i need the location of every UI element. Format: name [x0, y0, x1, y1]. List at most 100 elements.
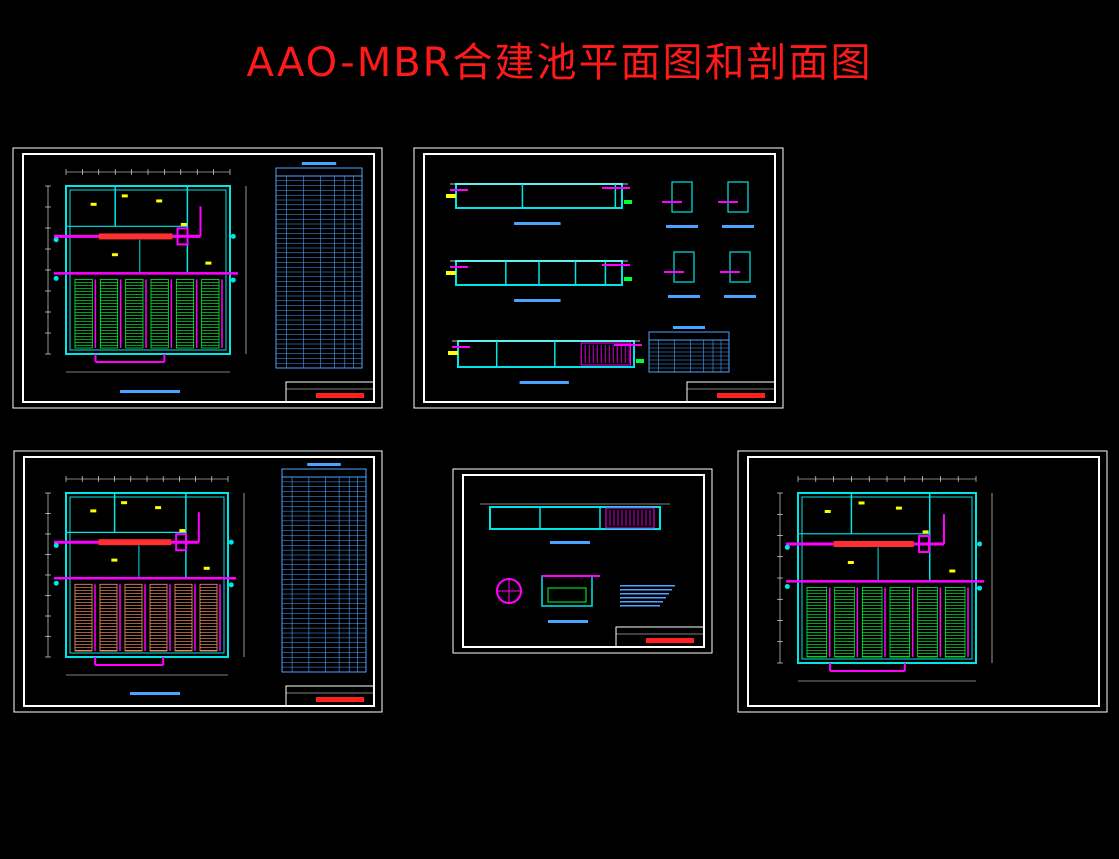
- annotation-mark: [179, 529, 186, 533]
- annotation-mark: [847, 561, 854, 564]
- section-tank: [489, 506, 661, 530]
- equipment-table: [275, 167, 363, 369]
- annotation-mark: [155, 506, 162, 510]
- tank-inner-wall: [69, 496, 225, 654]
- sheet-outer-border: [452, 468, 713, 654]
- tank-inner-wall: [801, 496, 973, 660]
- annotation-mark: [111, 253, 118, 257]
- grid-bubble: [53, 237, 59, 243]
- note-line: [620, 589, 672, 591]
- membrane-module: [806, 587, 828, 658]
- sheet-plan-2: [13, 450, 383, 713]
- section-caption: [519, 381, 569, 384]
- grid-bubble: [228, 539, 234, 545]
- note-line: [620, 585, 675, 587]
- detail-section: [671, 181, 693, 213]
- section-caption: [514, 299, 561, 302]
- membrane-module: [175, 278, 195, 349]
- annotation-mark: [895, 506, 902, 510]
- pipe-fitting: [176, 227, 189, 246]
- annotation-mark: [156, 199, 163, 203]
- title-block: [686, 381, 776, 403]
- annotation-mark: [111, 558, 118, 562]
- annotation-mark: [90, 509, 97, 513]
- note-line: [620, 597, 666, 599]
- note-line: [620, 605, 660, 607]
- membrane-module: [944, 587, 966, 658]
- membrane-module: [889, 587, 911, 658]
- drawing-title: AAO-MBR合建池平面图和剖面图: [246, 40, 873, 86]
- sheet-inner-border: [23, 456, 375, 707]
- sheet-inner-border: [462, 474, 705, 648]
- tank-inner-wall: [69, 189, 227, 351]
- membrane-module: [861, 587, 883, 658]
- grid-bubble: [230, 233, 236, 239]
- annotation-mark: [922, 530, 929, 534]
- annotation-mark: [205, 261, 212, 265]
- tank-outer-wall: [65, 492, 229, 658]
- sheet-inner-border: [747, 456, 1100, 707]
- pipe-header-red: [833, 541, 914, 547]
- membrane-module: [917, 587, 938, 658]
- grid-bubble: [53, 542, 59, 548]
- title-block: [285, 685, 375, 707]
- annotation-mark: [90, 202, 97, 206]
- table-title: [307, 463, 341, 466]
- membrane-module: [834, 587, 855, 658]
- section-tank: [455, 183, 623, 209]
- membrane-module: [199, 583, 218, 652]
- annotation-mark: [203, 566, 210, 570]
- grid-bubble: [977, 585, 983, 591]
- annotation-mark: [824, 510, 831, 513]
- section-caption: [550, 541, 590, 544]
- table-title: [673, 326, 705, 329]
- membrane-module: [150, 278, 169, 349]
- sheet-outer-border: [413, 147, 784, 409]
- grid-bubble: [53, 580, 59, 586]
- sheet-outer-border: [737, 450, 1108, 713]
- annotation-mark: [858, 501, 865, 505]
- table-title: [301, 162, 337, 165]
- sheet-detail: [452, 468, 713, 654]
- grid-bubble: [230, 277, 236, 283]
- title-block-stamp: [316, 697, 364, 702]
- section-tank: [457, 340, 635, 368]
- title-block: [285, 381, 375, 403]
- detail-section: [729, 251, 751, 283]
- annotation-mark: [121, 501, 128, 505]
- equipment-table: [281, 468, 367, 673]
- sheet-outer-border: [13, 450, 383, 713]
- grid-bubble: [977, 541, 983, 547]
- note-line: [620, 601, 663, 603]
- membrane-module: [125, 278, 144, 349]
- sheet-outer-border: [12, 147, 383, 409]
- detail-section: [673, 251, 695, 283]
- sheet-inner-border: [22, 153, 375, 403]
- annotation-mark: [121, 194, 128, 198]
- tank-outer-wall: [797, 492, 977, 664]
- title-block: [615, 626, 705, 648]
- section-caption: [548, 620, 588, 623]
- membrane-module: [99, 583, 118, 652]
- note-line: [620, 593, 669, 595]
- membrane-module: [124, 583, 143, 652]
- grid-bubble: [53, 275, 59, 281]
- membrane-rack: [580, 342, 631, 366]
- section-caption: [514, 222, 561, 225]
- pipe-header-red: [98, 233, 173, 240]
- membrane-module: [149, 583, 168, 652]
- sheet-sections: [413, 147, 784, 409]
- sheet-plan-1: [12, 147, 383, 409]
- sheet-inner-border: [423, 153, 776, 403]
- drawing-caption: [120, 390, 180, 393]
- title-block-stamp: [646, 638, 694, 643]
- pipe-fitting: [175, 533, 188, 552]
- pipe-fitting: [918, 535, 931, 553]
- title-block-stamp: [717, 393, 765, 398]
- membrane-module: [174, 583, 193, 652]
- annotation-mark: [949, 569, 956, 573]
- membrane-module: [201, 278, 220, 349]
- grid-bubble: [784, 544, 790, 550]
- tank-outer-wall: [65, 185, 231, 355]
